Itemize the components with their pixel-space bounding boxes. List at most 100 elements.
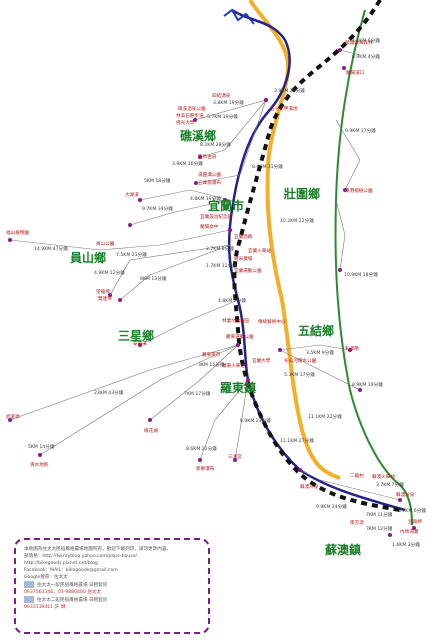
place-label: 豆腐岬 [408, 518, 422, 525]
place-label: 蘭陽女中 [200, 223, 219, 230]
township-label: 三星鄉 [118, 328, 154, 343]
distance-label: 1.1KM 6分鐘 [352, 37, 380, 44]
place-label: 梅花湖 [144, 427, 158, 434]
township-label: 羅東鎮 [220, 380, 256, 395]
place-label: 內埤海灘 [400, 528, 419, 535]
legend-line: Facebook：MAIL：bikegoods@gmail.com [24, 568, 118, 573]
place-label: 清水地熱 [30, 461, 49, 468]
distance-label: 23KM 43分鐘 [94, 389, 124, 396]
place-label: 幾米廣場 [234, 255, 253, 262]
place-label: 二龍村 [350, 472, 364, 479]
place-label: 蘇澳冷泉 [396, 491, 415, 498]
place-label: 宜蘭大學 [252, 357, 271, 364]
distance-label: 1.7KM 11分鐘 [206, 262, 237, 269]
distance-label: 8.9KM 23分鐘 [240, 417, 271, 424]
distance-label: 4.8KM 19分鐘 [190, 195, 221, 202]
distance-label: 3.9KM 21分鐘 [274, 87, 305, 94]
distance-label: 1.6KM 3分鐘 [392, 541, 420, 548]
contact-phone: 0933139411 許 琳 [24, 605, 66, 610]
distance-label: 7KM 17分鐘 [184, 390, 211, 397]
distance-label: 10.9KM 18分鐘 [344, 271, 378, 278]
distance-label: 3KM 15分鐘 [198, 361, 225, 368]
place-label: 林美石磐步道 [176, 112, 204, 119]
distance-label: 5KM 18分鐘 [144, 177, 171, 184]
township-label: 員山鄉 [69, 250, 106, 265]
place-label: 雙連埤 [98, 295, 112, 302]
legend-line: 本地圖為住太太民宿風格農場地圖所有，歡迎下載列印，請勿更改內容。 [24, 547, 172, 552]
distance-label: 10.2KM 22分鐘 [280, 217, 314, 224]
place-label: 大湖溪 [125, 191, 139, 198]
place-label: 宜蘭設治紀念館 [200, 213, 233, 220]
distance-label: 9.9KM 24分鐘 [316, 503, 347, 510]
place-label: 五峰旗瀑布 [198, 179, 221, 186]
legend-box: 本地圖為住太太民宿風格農場地圖所有，歡迎下載列印，請勿更改內容。 部落格：htt… [14, 538, 210, 634]
contact-name: 住太太一館民宿風格農場 日租套房 [37, 583, 108, 588]
distance-label: 3.7KM 7分鐘 [376, 481, 404, 488]
township-label: 五結鄉 [298, 323, 334, 338]
distance-label: 3.5KM 9分鐘 [306, 349, 334, 356]
distance-label: 0.9KM 4分鐘 [352, 53, 380, 60]
distance-label: 8.9KM 19分鐘 [352, 381, 383, 388]
place-label: 望龍埤 [96, 288, 110, 295]
distance-label: 11.1KM 27分鐘 [280, 437, 314, 444]
expressway-line [248, 0, 341, 480]
place-label: 羅東運動公園 [226, 333, 254, 340]
township-label: 蘇澳鎮 [324, 542, 361, 557]
house-icon [24, 596, 34, 603]
distance-label: 8.6KM 21分鐘 [186, 445, 217, 452]
place-label: 冬山河親水公園 [284, 357, 317, 364]
distance-label: 9.7KM 34分鐘 [142, 205, 173, 212]
place-label: 武荖坑 [6, 413, 20, 420]
place-label: 蘇澳冷泉 [300, 483, 319, 490]
legend-contact: 住太太一館民宿風格農場 日租套房 [24, 581, 200, 589]
river-line [223, 8, 255, 25]
place-label: 安農溪 [133, 340, 147, 347]
distance-label: 7.5KM 21分鐘 [116, 251, 147, 258]
place-label: 湯圍溝公園 [198, 171, 221, 178]
place-labels: 頭城濱海森林 蘭陽溪口 四結湧泉 五十二甲濕地 礁溪溫泉公園 林美石磐步道 佛光… [6, 39, 422, 535]
distance-label: 14.9KM 47分鐘 [34, 245, 68, 252]
railway-line [232, 0, 401, 512]
place-dots [8, 48, 416, 537]
township-label: 宜蘭市 [208, 198, 244, 213]
distance-label: 5.3KM 17分鐘 [284, 371, 315, 378]
highway-line [227, 8, 406, 512]
place-label: 新寮瀑布 [196, 465, 215, 472]
legend-contact: 住太太二館民宿風格農場 日租套房 [24, 596, 200, 604]
distance-label: 3.9KM 16分鐘 [172, 160, 203, 167]
distance-label: 3.8KM 19分鐘 [213, 99, 244, 106]
distance-label: 4.8KM 7分鐘 [218, 297, 246, 304]
place-label: 宜蘭運動公園 [234, 267, 262, 274]
township-label: 礁溪鄉 [180, 128, 216, 143]
place-label: 四結湧泉 [212, 92, 231, 99]
distance-label: 5.7KM 19分鐘 [207, 113, 238, 120]
distance-label: 4.9KM 12分鐘 [94, 269, 125, 276]
place-label: 福山植物園 [6, 229, 29, 236]
distance-label: 7KM 11分鐘 [366, 511, 393, 518]
place-label: 跑馬古道 [198, 153, 217, 160]
place-label: 佛光大學 [176, 119, 195, 126]
place-label: 三清宮 [228, 453, 242, 460]
place-label: 宜蘭火車站 [248, 247, 271, 254]
place-label: 東港榕樹公園 [345, 187, 373, 194]
distance-label: 8.2KM 28分鐘 [200, 141, 231, 148]
legend-line[interactable]: http://bikegoods.pixnet.net/blog [24, 561, 98, 566]
place-label: 宜蘭酒廠 [234, 233, 253, 240]
distance-label: 9.9KM 37分鐘 [345, 127, 376, 134]
distance-label: 2.7KM 8分鐘 [206, 245, 234, 252]
township-label: 壯圍鄉 [284, 186, 320, 201]
distance-label: 5KM 14分鐘 [28, 443, 55, 450]
place-label: 傳統藝術中心 [258, 318, 286, 325]
place-label: 頭城濱海森林 [345, 39, 373, 46]
distance-label: 7KM 12分鐘 [366, 525, 393, 532]
contact-phone: 0937563346、03-9880400 住太太 [24, 590, 102, 595]
distance-label: 8KM 13分鐘 [140, 275, 167, 282]
distance-label: 5.7KM 6分鐘 [398, 507, 426, 514]
distance-labels: 1.1KM 6分鐘 0.9KM 4分鐘 3.9KM 21分鐘 9.9KM 37分… [28, 37, 426, 548]
place-label: 員山公園 [96, 240, 115, 247]
route-lines [9, 49, 401, 501]
legend-line[interactable]: 部落格：http://tw.myblog.yahoo.com/pepe-hous… [24, 554, 137, 559]
place-label: 林業文化園區 [222, 317, 250, 324]
